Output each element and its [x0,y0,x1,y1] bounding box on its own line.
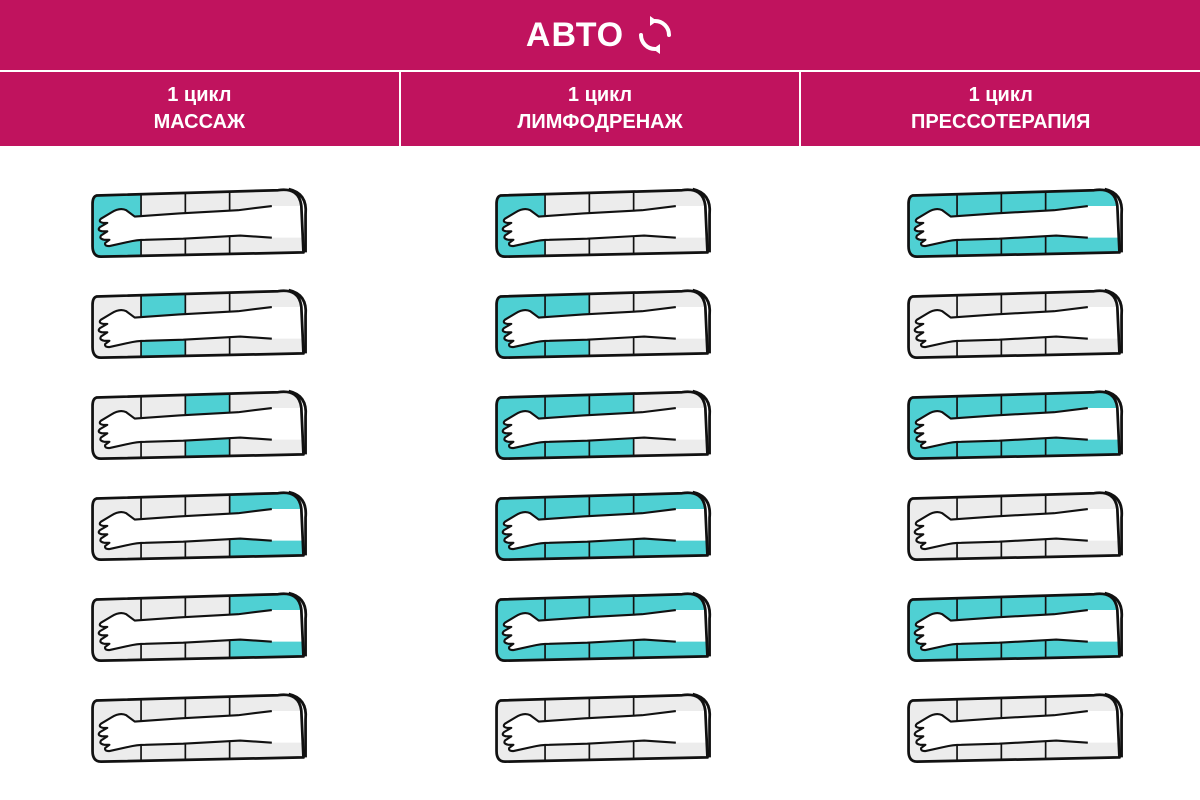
arm-cuff-step [82,687,314,773]
mode-column-massage [0,146,400,800]
arm-cuff-icon [91,389,308,461]
arm-cuff-step [486,182,718,268]
arm-cuff-step [486,283,718,369]
column-cycle-label: 1 цикл [167,84,232,106]
arm-cuff-icon [907,692,1124,764]
column-cycle-label: 1 цикл [567,84,633,106]
page-title: АВТО [525,15,625,54]
arm-cuff-icon [495,490,712,562]
column-headers: 1 цикл МАССАЖ 1 цикл ЛИМФОДРЕНАЖ 1 цикл … [0,72,1200,146]
arm-cuff-icon [907,288,1124,360]
arm-cuff-icon [91,692,308,764]
column-cycle-label: 1 цикл [968,84,1033,106]
arm-cuff-icon [907,187,1124,259]
arm-cuff-icon [907,490,1124,562]
title-bar: АВТО [0,0,1200,70]
arm-cuff-icon [91,288,308,360]
arm-cuff-icon [495,187,712,259]
arm-cuff-icon [495,389,712,461]
arm-cuff-step [82,283,314,369]
arm-cuff-step [82,384,314,470]
arm-cuff-step [898,384,1130,470]
column-header-lymphodrainage: 1 цикл ЛИМФОДРЕНАЖ [398,72,800,146]
column-mode-label: ЛИМФОДРЕНАЖ [517,111,683,133]
mode-column-lymphodrainage [404,146,804,800]
column-mode-label: ПРЕССОТЕРАПИЯ [910,111,1091,133]
arm-cuff-icon [907,591,1124,663]
arm-cuff-icon [495,591,712,663]
column-header-pressotherapy: 1 цикл ПРЕССОТЕРАПИЯ [799,72,1200,146]
arm-cuff-icon [91,490,308,562]
arm-cuff-step [82,586,314,672]
mode-diagram-grid [0,146,1200,800]
arm-cuff-step [898,182,1130,268]
arm-cuff-step [486,687,718,773]
arm-cuff-step [486,586,718,672]
mode-column-pressotherapy [816,146,1200,800]
arm-cuff-icon [91,187,308,259]
arm-cuff-step [898,485,1130,571]
arm-cuff-step [898,586,1130,672]
arm-cuff-icon [91,591,308,663]
arm-cuff-step [898,687,1130,773]
column-header-massage: 1 цикл МАССАЖ [0,72,399,146]
arm-cuff-icon [495,288,712,360]
arm-cuff-step [898,283,1130,369]
arm-cuff-step [486,384,718,470]
refresh-cycle-icon [636,16,674,54]
arm-cuff-icon [495,692,712,764]
arm-cuff-step [82,485,314,571]
arm-cuff-icon [907,389,1124,461]
arm-cuff-step [82,182,314,268]
column-mode-label: МАССАЖ [153,111,246,133]
arm-cuff-step [486,485,718,571]
